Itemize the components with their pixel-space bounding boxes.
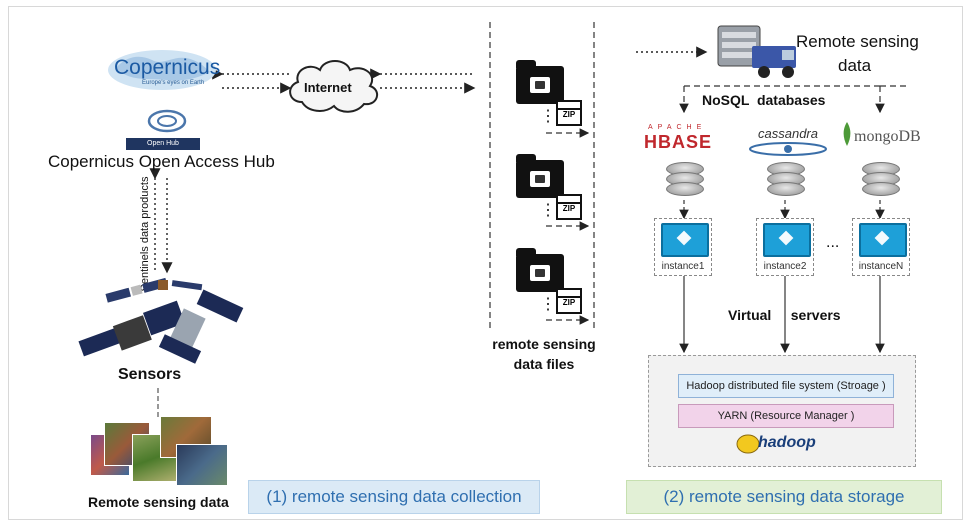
folder-icon [516,60,564,104]
files-label-line1: remote sensing [492,336,596,352]
zip-label: ZIP [558,108,580,120]
copernicus-logo-text: Copernicus [114,56,221,79]
instance-ellipsis: ... [826,234,840,251]
virtual-servers-label: Virtual servers [728,307,841,323]
satellites-icon [76,272,256,364]
file-dots: ⋮ [540,296,556,313]
hadoop-logo: hadoop [736,432,832,456]
virtual-server-instance-n: instanceN [852,218,910,276]
remote-sensing-title-line1: Remote sensing [796,32,919,51]
satellite-image-thumbnail [176,444,228,486]
open-hub-badge-text: Open Hub [147,140,179,147]
hdfs-bar: Hadoop distributed file system (Stroage … [678,374,894,398]
hadoop-elephant-icon [736,434,760,454]
hub-title: Copernicus Open Access Hub [48,152,275,171]
remote-sensing-data-label: Remote sensing data [88,494,229,510]
instance-label: instanceN [858,261,904,272]
zip-file-icon: ZIP [556,194,582,220]
virtual-server-instance-1: instance1 [654,218,712,276]
nosql-label: NoSQL databases [702,92,826,108]
database-icon [666,162,704,196]
zip-file-icon: ZIP [556,288,582,314]
cassandra-logo: cassandra [758,126,818,141]
database-icon [862,162,900,196]
hbase-logo: HBASE [644,132,713,152]
yarn-bar: YARN (Resource Manager ) [678,404,894,428]
internet-label: Internet [304,80,352,95]
sensors-label: Sensors [118,366,182,383]
remote-sensing-title-line2: data [838,56,872,75]
caption-collection: (1) remote sensing data collection [248,480,540,514]
zip-file-icon: ZIP [556,100,582,126]
instance-label: instance2 [763,261,807,272]
folder-icon [516,248,564,292]
monitor-icon [859,223,907,257]
instance-label: instance1 [661,261,705,272]
database-icon [767,162,805,196]
file-dots: ⋮ [540,108,556,125]
mongodb-logo: mongoDB [854,128,921,145]
folder-icon [516,154,564,198]
copernicus-tagline: Europe's eyes on Earth [142,80,205,86]
monitor-icon [661,223,709,257]
virtual-server-instance-2: instance2 [756,218,814,276]
zip-label: ZIP [558,202,580,214]
globe-map-icon [108,50,216,90]
remote-sensing-images [84,414,232,486]
hbase-top-label: APACHE [648,124,707,131]
cloud-icon [289,60,379,113]
copernicus-logo: Copernicus Europe's eyes on Earth [106,48,221,94]
server-truck-icon [712,24,808,82]
cassandra-eye-icon [748,140,828,158]
mongodb-leaf-icon [842,122,852,146]
file-dots: ⋮ [540,202,556,219]
caption-storage: (2) remote sensing data storage [626,480,942,514]
files-label-line2: data files [513,356,575,372]
monitor-icon [763,223,811,257]
open-hub-badge: Open Hub [126,138,200,150]
zip-label: ZIP [558,296,580,308]
open-hub-logo-icon [146,108,188,134]
internet-cloud: Internet [284,56,382,118]
hadoop-logo-text: hadoop [758,434,816,451]
